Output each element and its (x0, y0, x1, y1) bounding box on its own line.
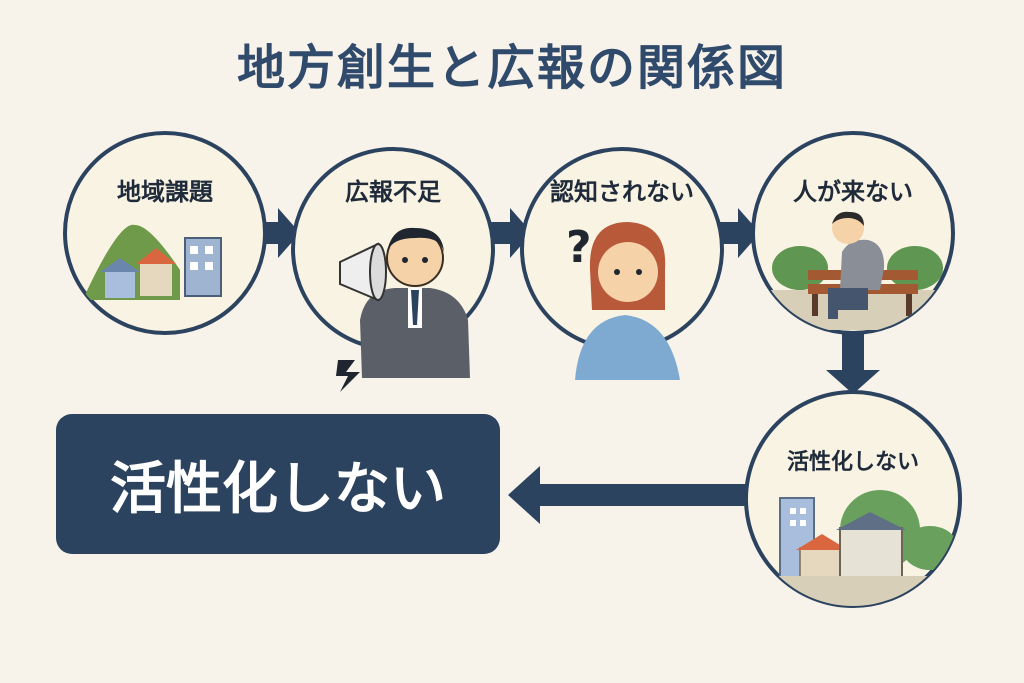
arrow-4-down (826, 330, 880, 394)
label-regional-issue: 地域課題 (117, 178, 213, 206)
result-box: 活性化しない (56, 414, 500, 554)
label-no-visitors: 人が来ない (793, 178, 913, 206)
node-regional-issue (63, 131, 267, 335)
lightning-icon (336, 360, 360, 392)
result-label: 活性化しない (110, 456, 446, 522)
node-not-revitalized (744, 390, 962, 608)
businessman-illustration (360, 227, 470, 378)
node-pr-shortage (291, 147, 495, 392)
question-mark-icon: ? (566, 222, 592, 273)
arrow-2 (490, 208, 532, 258)
label-not-recognized: 認知されない (550, 178, 694, 206)
arrow-3 (718, 208, 760, 258)
node-no-visitors (751, 131, 955, 335)
node-not-recognized: ? (520, 147, 724, 380)
label-pr-shortage: 広報不足 (345, 178, 441, 206)
arrow-5-left (508, 466, 748, 524)
woman-illustration (575, 222, 680, 380)
megaphone-icon (339, 242, 387, 302)
diagram-title: 地方創生と広報の関係図 (236, 40, 787, 96)
town-illustration (85, 224, 222, 300)
label-not-revitalized: 活性化しない (786, 450, 919, 475)
